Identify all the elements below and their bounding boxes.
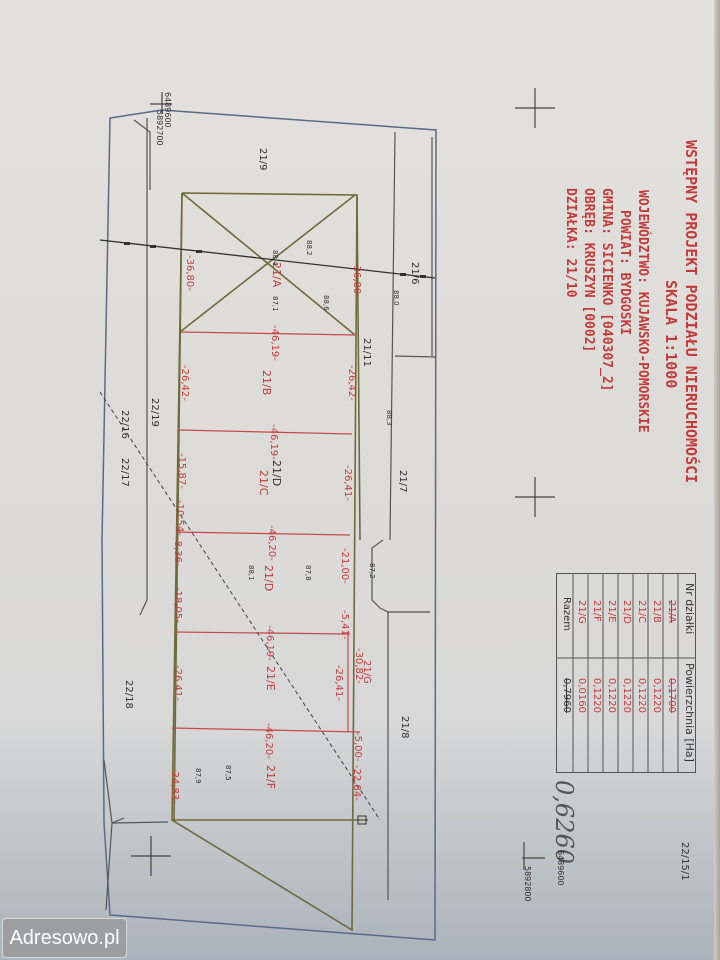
dimension-label: -46,20- <box>266 525 277 561</box>
parcel-label-22-15: 22/15/1 <box>679 842 690 881</box>
table-row-parcel: 21/F <box>591 600 602 622</box>
table-row-parcel: 21/D <box>621 600 632 624</box>
table-row-parcel: 21/C <box>636 600 647 624</box>
dimension-label: -5,41- <box>339 610 350 640</box>
parcel-label-d: 21/D <box>262 565 275 592</box>
dimension-label: -24,83- <box>169 768 180 804</box>
parcel-label-22-19: 22/19 <box>149 398 160 427</box>
height-value: 87,5 <box>224 765 232 781</box>
parcel-label-f: 21/F <box>264 765 277 790</box>
parcel-label-e: 21/E <box>264 666 277 691</box>
parcel-label-22-18: 22/18 <box>123 680 134 709</box>
dimension-label: -8,36- <box>172 537 183 567</box>
dimension-label: -46,19- <box>269 325 280 361</box>
table-row-area: 0,1220 <box>591 678 602 713</box>
dimension-label: -26,42- <box>179 365 190 401</box>
dimension-label: -46,20- <box>263 723 274 759</box>
height-value: 88,1 <box>247 565 255 581</box>
title-voivodeship: WOJEWÓDZTWO: KUJAWSKO-POMORSKIE <box>635 190 650 433</box>
dimension-label: -46,19- <box>264 625 275 661</box>
parcel-label-21-8: 21/8 <box>399 716 410 739</box>
title-scale: SKALA 1:1000 <box>662 280 680 389</box>
table-row-area: 0,1220 <box>606 678 617 713</box>
table-row-area: 0,1220 <box>636 678 647 713</box>
parcel-label-21-7: 21/7 <box>397 470 408 493</box>
table-total-label: Razem <box>561 597 572 631</box>
dimension-label: -46,19- <box>268 424 279 460</box>
parcel-label-d-alt: 21/D <box>270 460 283 487</box>
dimension-label: -10,54- <box>174 500 185 536</box>
parcel-label-b: 21/B <box>260 370 273 396</box>
table-row-parcel: 21/E <box>606 600 617 623</box>
table-row-area: 0,1700 <box>666 678 677 713</box>
paper-edge <box>714 0 720 960</box>
height-value: 87,1 <box>271 296 279 312</box>
height-value: 87,8 <box>304 565 312 581</box>
dimension-label: -22,84- <box>351 765 362 801</box>
table-row-parcel: 21/A <box>666 600 677 623</box>
title-county: POWIAT: BYDGOSKI <box>617 210 632 336</box>
dimension-label: -26,41- <box>342 465 353 501</box>
dimension-label: -15,87- <box>176 453 187 489</box>
height-value: 88,4 <box>271 250 279 266</box>
dimension-label: -26,41- <box>333 665 344 701</box>
coord-y-top: 5892700 <box>155 110 164 146</box>
table-row-parcel: 21/B <box>651 600 662 623</box>
table-row-area: 0,1220 <box>621 678 632 713</box>
outer-boundary <box>101 109 437 941</box>
table-header-area: Powierzchnia [Ha] <box>683 663 696 762</box>
dimension-label: -26,42- <box>346 365 357 401</box>
title-commune: GMINA: SICIENKO [040307_2] <box>599 188 614 392</box>
parcel-label-22-16: 22/16 <box>119 410 130 439</box>
parcel-label-22-17: 22/17 <box>119 458 130 487</box>
dimension-label: -36,80- <box>184 255 195 291</box>
title-parcel: DZIAŁKA: 21/10 <box>563 188 578 298</box>
dimension-label: -30,82- <box>353 648 364 684</box>
height-value: 88,0 <box>392 290 400 306</box>
dimension-label: -26,41- <box>172 665 183 701</box>
coord-x-bottom: 6489600 <box>556 850 565 886</box>
table-row-parcel: 21/G <box>576 600 587 624</box>
dimension-label: -18,05- <box>172 587 183 623</box>
height-value: 88,3 <box>385 410 393 426</box>
table-header-parcel: Nr działki <box>683 583 696 635</box>
parcel-label-c: 21/C <box>257 470 270 496</box>
parcel-label-21-11: 21/11 <box>361 338 372 367</box>
table-row-area: 0,0160 <box>576 678 587 713</box>
height-value: 88,6 <box>322 295 330 311</box>
title-precinct: OBRĘB: KRUSZYN [0002] <box>581 188 596 353</box>
coord-x-top: 6489600 <box>163 92 172 128</box>
dimension-label: -21,00- <box>339 548 350 584</box>
area-table <box>556 573 696 773</box>
height-value: 87,9 <box>194 768 202 784</box>
dimension-label: -5,00- <box>352 732 363 762</box>
watermark-logo: Adresowo.pl <box>2 918 127 958</box>
parcel-label-21-9: 21/9 <box>257 148 268 171</box>
parcel-label-21-6: 21/6 <box>409 262 420 285</box>
table-total-value: 0,7960 <box>561 678 572 713</box>
height-value: 88,2 <box>305 240 313 256</box>
coord-y-bottom: 5892800 <box>523 866 532 902</box>
height-value: 87,2 <box>368 563 376 579</box>
title-line1: WSTĘPNY PROJEKT PODZIAŁU NIERUCHOMOŚCI <box>682 140 700 484</box>
table-row-area: 0,1220 <box>651 678 662 713</box>
dimension-label: -36,80- <box>351 262 362 298</box>
